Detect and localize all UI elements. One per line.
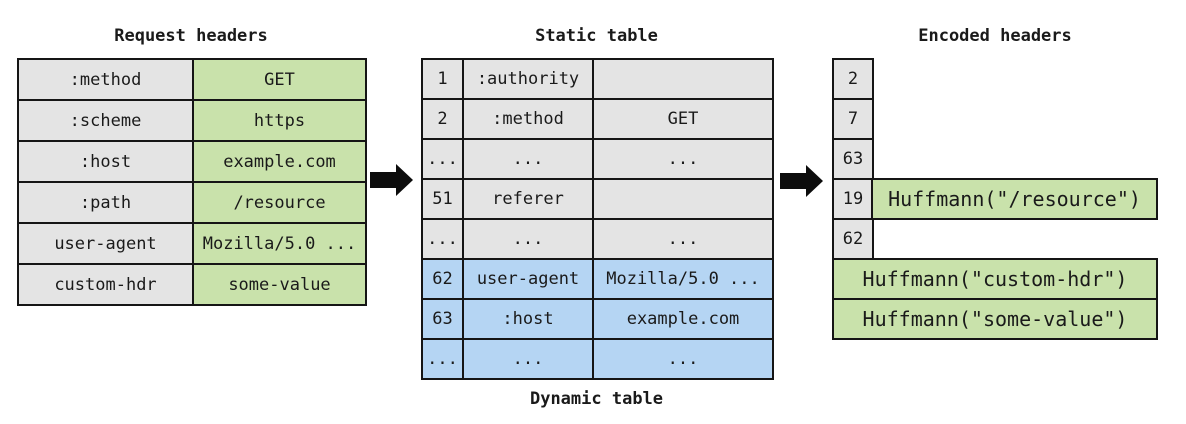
header-name-cell: :method xyxy=(462,98,594,140)
header-name-cell: :scheme xyxy=(17,99,194,142)
huffman-value-literal: Huffmann("some-value") xyxy=(832,298,1158,340)
huffman-name-literal: Huffmann("custom-hdr") xyxy=(832,258,1158,300)
table-row: custom-hdr some-value xyxy=(17,263,367,306)
static-dynamic-table: 1 :authority 2 :method GET ... ... ... 5… xyxy=(421,58,774,380)
header-name-cell: custom-hdr xyxy=(17,263,194,306)
header-value-cell: GET xyxy=(192,58,367,101)
index-cell: ... xyxy=(421,338,464,380)
index-cell: ... xyxy=(421,138,464,180)
header-value-cell: example.com xyxy=(592,298,774,340)
header-name-cell: user-agent xyxy=(17,222,194,265)
table-row: :host example.com xyxy=(17,140,367,183)
header-value-cell: GET xyxy=(592,98,774,140)
table-row: ... ... ... xyxy=(421,218,774,260)
header-value-cell: Mozilla/5.0 ... xyxy=(192,222,367,265)
header-name-cell: user-agent xyxy=(462,258,594,300)
static-table-title: Static table xyxy=(535,26,658,46)
header-value-cell: example.com xyxy=(192,140,367,183)
header-name-cell: :method xyxy=(17,58,194,101)
header-value-cell: ... xyxy=(592,218,774,260)
table-row: 51 referer xyxy=(421,178,774,220)
header-name-cell: ... xyxy=(462,218,594,260)
header-name-cell: :host xyxy=(17,140,194,183)
index-cell: 51 xyxy=(421,178,464,220)
header-name-cell: referer xyxy=(462,178,594,220)
dynamic-table-label: Dynamic table xyxy=(529,389,664,409)
table-row: 62 user-agent Mozilla/5.0 ... xyxy=(421,258,774,300)
table-row: 2 :method GET xyxy=(421,98,774,140)
encoded-index-box: 19 xyxy=(832,178,874,220)
encoded-index-box: 62 xyxy=(832,218,874,260)
header-name-cell: ... xyxy=(462,338,594,380)
header-value-cell: Mozilla/5.0 ... xyxy=(592,258,774,300)
header-name-cell: :path xyxy=(17,181,194,224)
table-row: :scheme https xyxy=(17,99,367,142)
header-value-cell: some-value xyxy=(192,263,367,306)
table-row: 63 :host example.com xyxy=(421,298,774,340)
header-name-cell: :authority xyxy=(462,58,594,100)
index-cell: ... xyxy=(421,218,464,260)
header-value-cell: ... xyxy=(592,138,774,180)
header-value-cell xyxy=(592,178,774,220)
index-cell: 1 xyxy=(421,58,464,100)
encoded-index-box: 7 xyxy=(832,98,874,140)
index-cell: 63 xyxy=(421,298,464,340)
header-value-cell: ... xyxy=(592,338,774,380)
encoded-index-box: 2 xyxy=(832,58,874,100)
header-value-cell: https xyxy=(192,99,367,142)
request-headers-title: Request headers xyxy=(114,26,268,46)
header-name-cell: :host xyxy=(462,298,594,340)
header-value-cell: /resource xyxy=(192,181,367,224)
encoded-headers-title: Encoded headers xyxy=(918,26,1072,46)
table-row: :path /resource xyxy=(17,181,367,224)
request-headers-table: :method GET :scheme https :host example.… xyxy=(17,58,367,306)
index-cell: 2 xyxy=(421,98,464,140)
huffman-path-literal: Huffmann("/resource") xyxy=(871,178,1158,220)
header-value-cell xyxy=(592,58,774,100)
table-row: :method GET xyxy=(17,58,367,101)
table-row: 1 :authority xyxy=(421,58,774,100)
table-row: ... ... ... xyxy=(421,338,774,380)
encoded-index-box: 63 xyxy=(832,138,874,180)
index-cell: 62 xyxy=(421,258,464,300)
table-row: ... ... ... xyxy=(421,138,774,180)
table-row: user-agent Mozilla/5.0 ... xyxy=(17,222,367,265)
header-name-cell: ... xyxy=(462,138,594,180)
arrow-right-icon xyxy=(780,165,823,197)
arrow-right-icon xyxy=(370,164,413,196)
